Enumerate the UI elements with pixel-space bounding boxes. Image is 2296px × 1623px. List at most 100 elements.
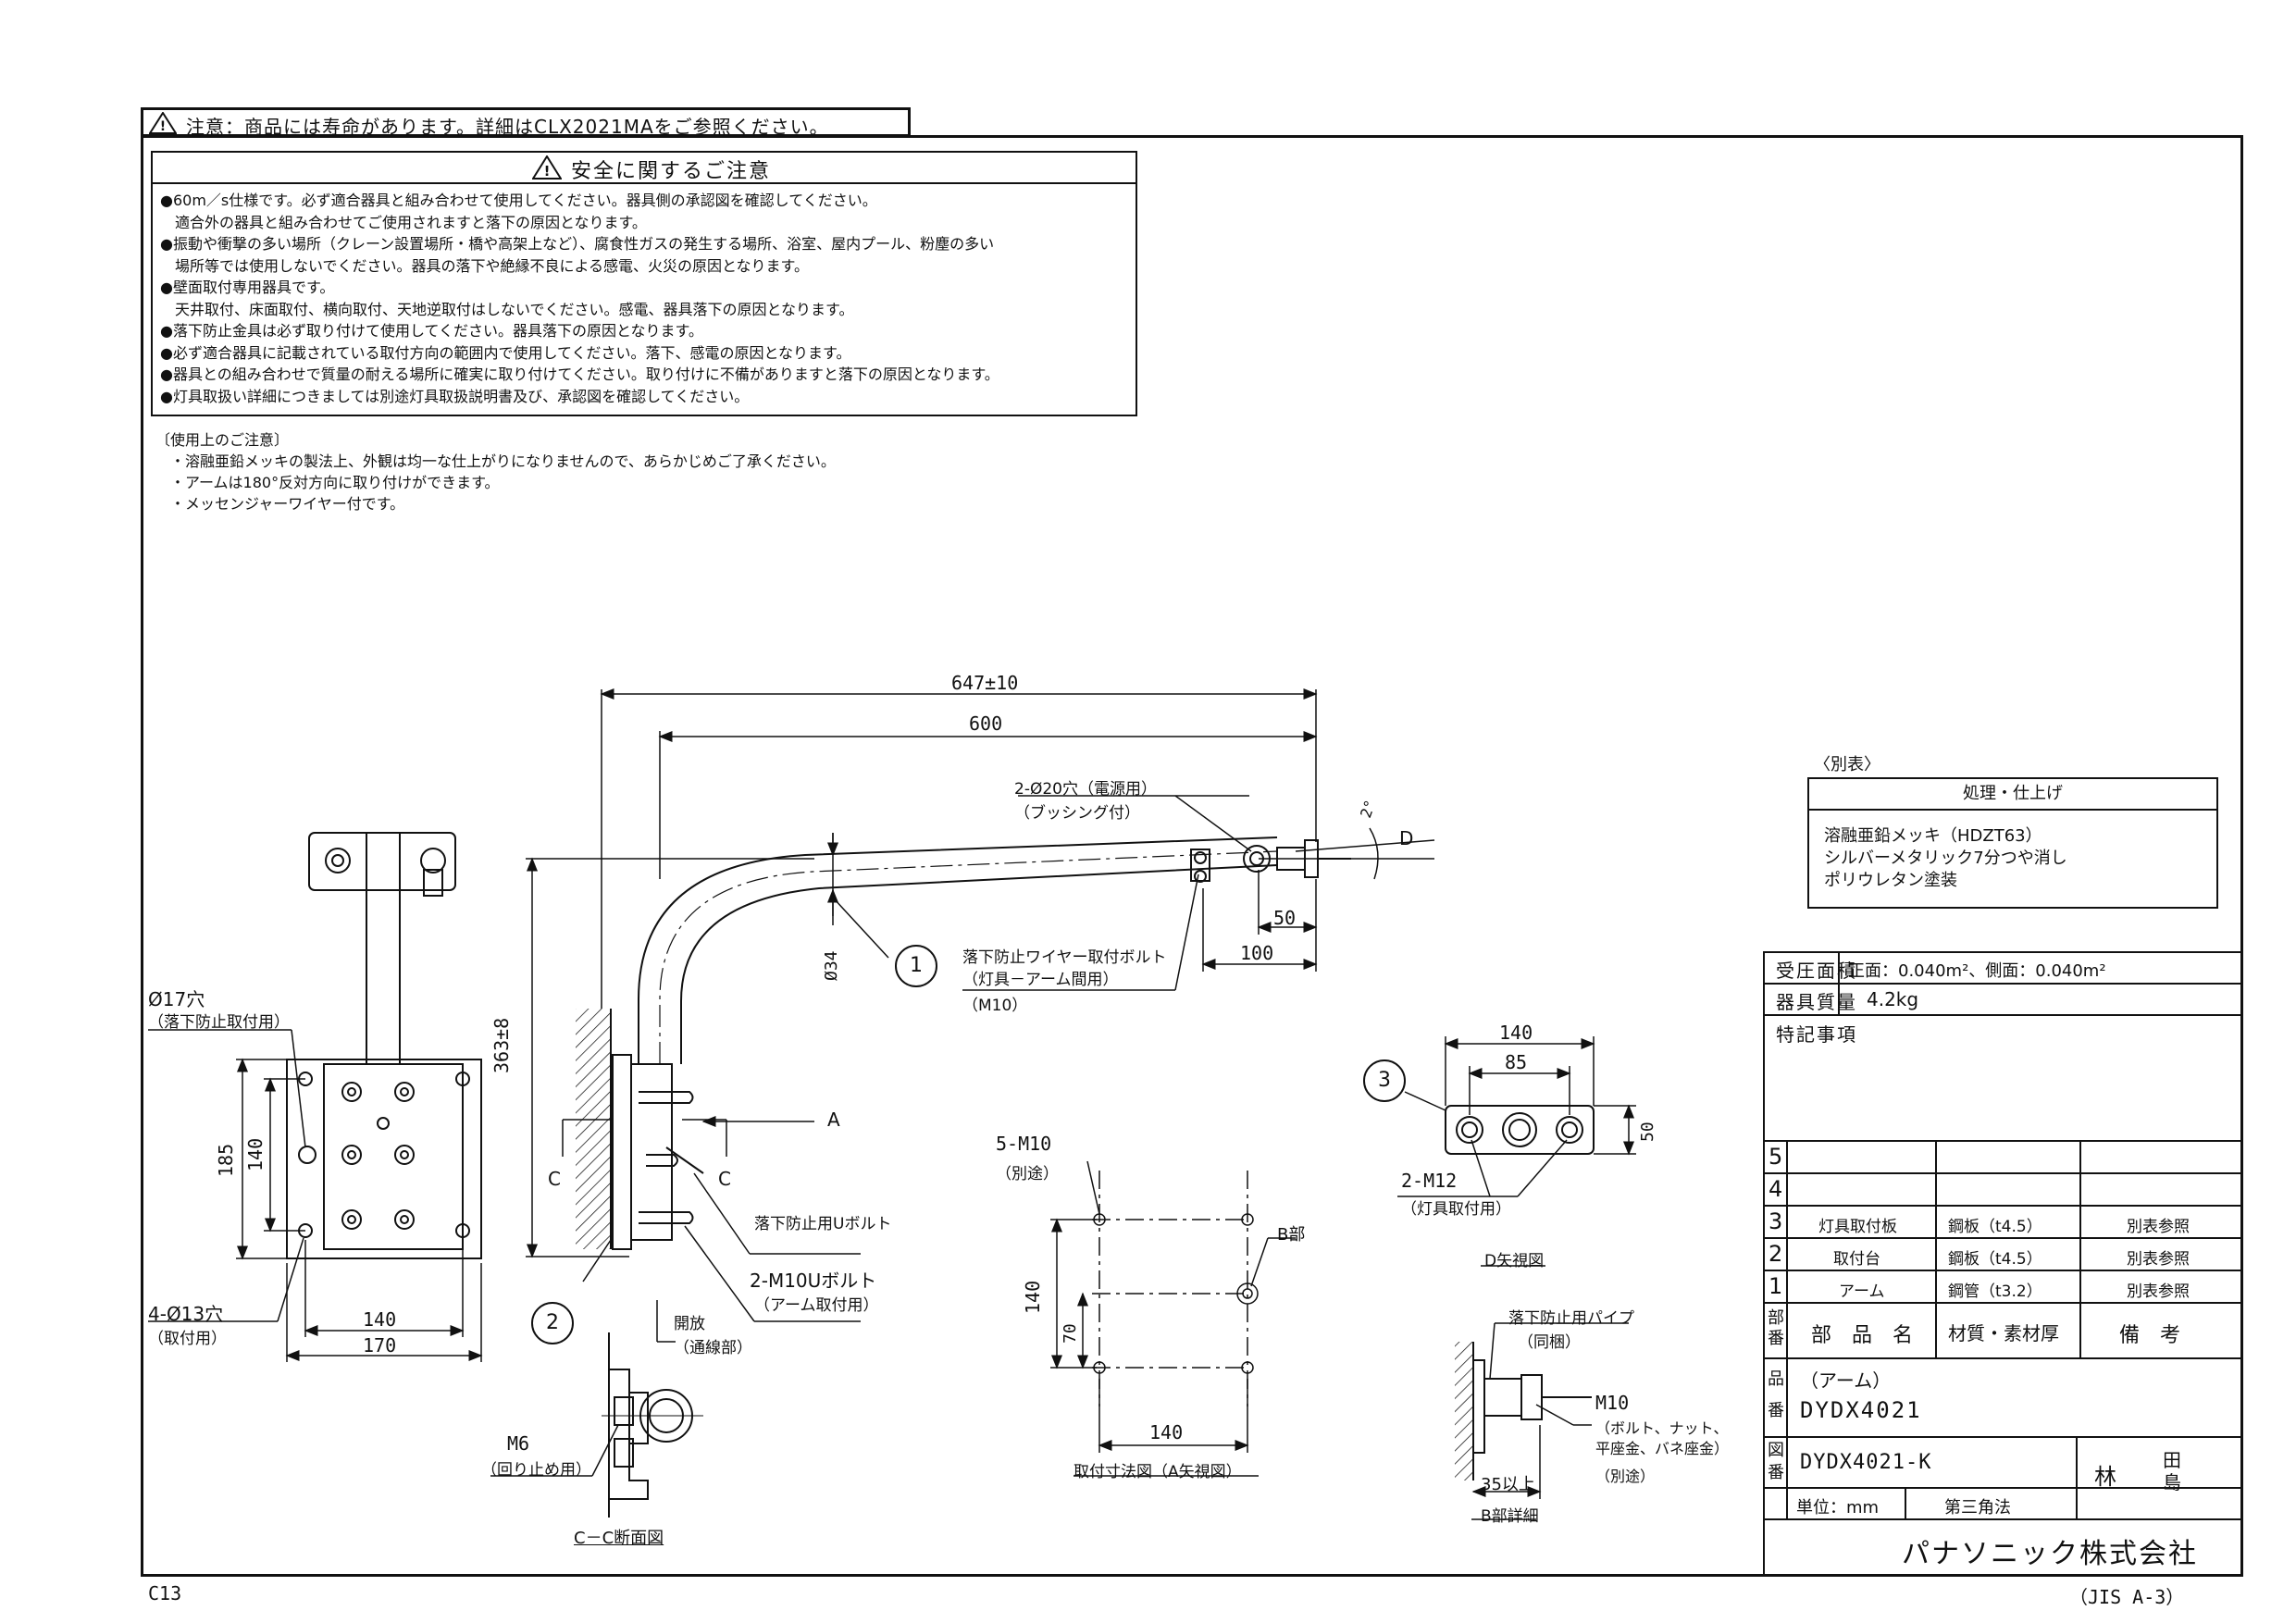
beppyo-line: 溶融亜鉛メッキ（HDZT63） [1824,826,2042,846]
dim-647: 647±10 [951,672,1019,694]
part-no: 2 [1769,1241,1783,1267]
dim-140v: 140 [244,1137,267,1171]
product-no: DYDX4021 [1800,1397,1922,1423]
safety-line: ●壁面取付専用器具です。 [160,279,335,296]
label-hole20: 2-Ø20穴（電源用） [1014,780,1157,799]
parts-header-remarks: 備 考 [2119,1324,2181,1347]
parts-header-material: 材質・素材厚 [1948,1322,2059,1344]
parts-header-name: 部 品 名 [1811,1324,1914,1347]
d-view-dimensions [1397,1036,1636,1267]
b-detail [1455,1342,1592,1481]
beppyo-line: ポリウレタン塗装 [1824,871,1957,890]
beppyo-lines: 溶融亜鉛メッキ（HDZT63） シルバーメタリック7分つや消し ポリウレタン塗装 [1824,825,2067,892]
label-m6b: （回り止め用） [481,1461,591,1480]
dim-140mb: 140 [1149,1421,1184,1443]
label-b-part: B部 [1277,1225,1306,1245]
projection-label: 第三角法 [1944,1498,2011,1518]
label-c-right: C [718,1168,731,1190]
label-c-left: C [548,1168,561,1190]
label-ubolt: 落下防止用Uボルト [754,1215,892,1233]
area-label: 受圧面積 [1776,960,1857,982]
label-hole17: Ø17穴 [148,988,205,1010]
beppyo-table: 処理・仕上げ 溶融亜鉛メッキ（HDZT63） シルバーメタリック7分つや消し ポ… [1807,777,2218,909]
label-5m10: 5-M10 [996,1133,1052,1155]
safety-title: 安全に関するご注意 [571,160,772,183]
label-a: A [827,1109,840,1131]
area-value: 正面：0.040m²、側面：0.040m² [1848,961,2106,981]
callouts [531,945,1406,1344]
beppyo-line: シルバーメタリック7分つや消し [1824,849,2067,868]
wall-hatch [576,1009,611,1249]
label-wire-bolt: 落下防止ワイヤー取付ボルト [962,948,1167,967]
label-cc: C－C断面図 [574,1529,664,1548]
part-no: 4 [1769,1176,1783,1202]
safety-line: 場所等では使用しないでください。器具の落下や絶縁不良による感電、火災の原因となり… [160,256,809,275]
top-notice-box: ! 注意：商品には寿命があります。詳細はCLX2021MAをご参照ください。 [141,107,911,138]
safety-line: ●必ず適合器具に記載されている取付方向の範囲内で使用してください。落下、感電の原… [160,343,851,362]
part-remarks: 別表参照 [2127,1250,2190,1269]
arm-side-view [576,836,1351,1250]
safety-lines: ●60m／s仕様です。必ず適合器具と組み合わせて使用してください。器具側の承認図… [160,190,999,407]
footer-left: C13 [148,1582,182,1604]
dim-34: Ø34 [822,950,841,981]
dim-185: 185 [215,1143,237,1177]
dim-50: 50 [1273,907,1297,929]
dim-140h: 140 [363,1308,397,1331]
dim-50c: 50 [1638,1121,1657,1142]
part-no: 1 [1769,1273,1783,1299]
sign-2: 田 [2163,1449,2181,1471]
label-bushing: （ブッシング付） [1014,804,1140,823]
safety-line: ●器具との組み合わせで質量の耐える場所に確実に取り付けてください。取り付けに不備… [160,365,999,383]
drawing-label: 図番 [1768,1441,1784,1482]
usage-line: ・アームは180°反対方向に取り付けができます。 [170,474,500,491]
part-name: 取付台 [1833,1250,1880,1269]
label-d: D [1399,827,1414,849]
label-m10b3: 平座金、バネ座金） [1595,1440,1730,1457]
safety-line: ●振動や衝撃の多い場所（クレーン設置場所・橋や高架上など）、腐食性ガスの発生する… [160,235,995,253]
a-view [1050,1160,1296,1477]
beppyo-header-cell: 処理・仕上げ [1809,779,2216,811]
usage-line: ・メッセンジャーワイヤー付です。 [170,495,405,513]
callout-3: 3 [1378,1069,1391,1092]
safety-box: ! 安全に関するご注意 ●60m／s仕様です。必ず適合器具と組み合わせて使用して… [151,151,1137,416]
part-material: 鋼管（t3.2） [1948,1282,2042,1301]
dim-85: 85 [1505,1051,1528,1073]
part-remarks: 別表参照 [2127,1218,2190,1236]
safety-line: ●60m／s仕様です。必ず適合器具と組み合わせて使用してください。器具側の承認図… [160,192,877,209]
warning-icon: ! [149,112,177,134]
label-pipe: 落下防止用パイプ [1508,1309,1634,1328]
label-open: 開放 [674,1315,705,1333]
part-material: 鋼板（t4.5） [1948,1218,2042,1236]
label-m6: M6 [507,1432,530,1455]
notes-label: 特記事項 [1776,1023,1857,1046]
svg-text:!: ! [160,119,166,134]
label-m10: （M10） [962,997,1028,1015]
callout-1: 1 [910,954,923,977]
safety-line: ●落下防止金具は必ず取り付けて使用してください。器具落下の原因となります。 [160,322,703,340]
label-wire-bolt2: （灯具－アーム間用） [962,971,1119,989]
drawing-no: DYDX4021-K [1800,1451,1932,1474]
safety-header: ! 安全に関するご注意 [153,153,1136,184]
label-m10b: M10 [1595,1392,1630,1414]
cc-section [602,1332,703,1518]
dim-35: 35以上 [1481,1475,1535,1494]
sign-1: 林 [2094,1464,2116,1490]
footer-right: （JIS A-3） [2069,1586,2185,1608]
mass-label: 器具質量 [1776,991,1857,1013]
drawing-frame [141,135,2243,1577]
dim-70: 70 [1061,1323,1080,1344]
parts-table: 受圧面積 正面：0.040m²、側面：0.040m² 器具質量 4.2kg 特記… [1763,951,2243,1577]
parts-header-no: 部番 [1768,1308,1784,1348]
sign-3: 島 [2163,1471,2181,1493]
company-name: パナソニック株式会社 [1902,1538,2198,1570]
label-b-detail: B部詳細 [1481,1507,1539,1526]
label-m10b4: （別途） [1595,1468,1656,1485]
label-m10-ubolt2: （アーム取付用） [754,1296,879,1315]
front-mount-view [286,832,482,1259]
dim-170: 170 [363,1334,397,1357]
d-view [1445,1105,1595,1155]
part-no: 3 [1769,1208,1783,1234]
callout-2: 2 [546,1311,559,1334]
safety-line: 適合外の器具と組み合わせてご使用されますと落下の原因となります。 [160,213,647,231]
dim-140m: 140 [1022,1280,1044,1314]
